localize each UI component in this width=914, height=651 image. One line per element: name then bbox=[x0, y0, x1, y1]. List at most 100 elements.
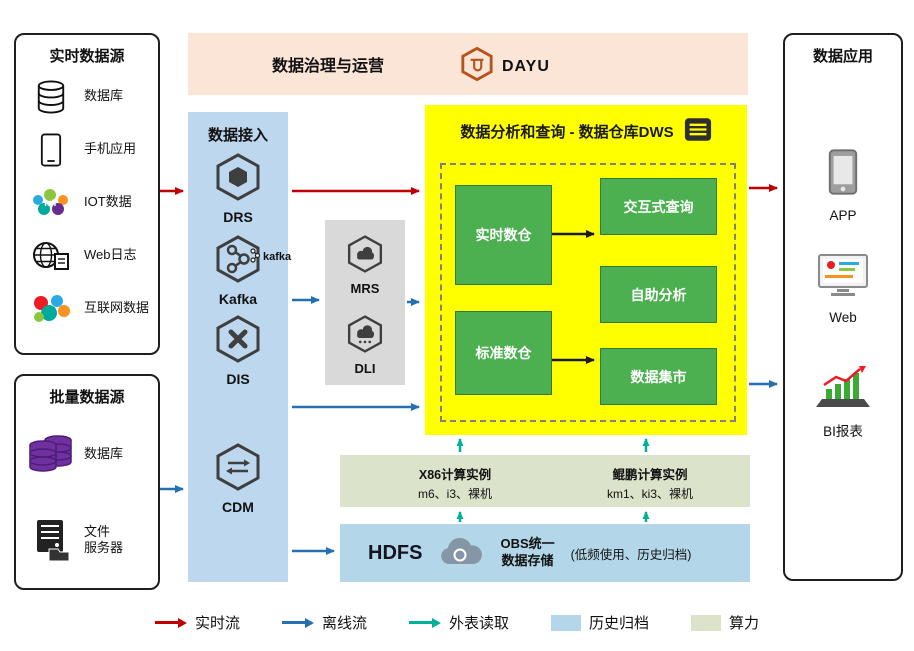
source-item: 数据库 bbox=[16, 411, 158, 497]
legend: 实时流 离线流 外表读取 历史归档 算力 bbox=[0, 612, 914, 633]
legend-item-offline: 离线流 bbox=[281, 612, 367, 633]
service-interactive-query: 交互式查询 bbox=[600, 178, 717, 235]
service-label: DLI bbox=[354, 361, 376, 376]
source-label: 文件 服务器 bbox=[84, 523, 124, 555]
external-read-arrow-swatch bbox=[408, 617, 441, 628]
dayu-logo: DAYU bbox=[460, 46, 550, 87]
service-label: MRS bbox=[350, 281, 380, 296]
dws-title: 数据分析和查询 - 数据仓库DWS bbox=[460, 124, 674, 141]
warehouse-realtime: 实时数仓 bbox=[455, 185, 552, 285]
kafka-logo-text: kafka bbox=[263, 251, 292, 263]
service-label: DIS bbox=[226, 371, 250, 387]
compute-title: 鲲鹏计算实例 bbox=[612, 468, 688, 482]
source-item: 数据库 bbox=[16, 70, 158, 123]
source-label: 数据库 bbox=[84, 88, 124, 104]
batch-sources-box: 批量数据源 数据库 bbox=[14, 374, 160, 590]
realtime-flow-arrow-swatch bbox=[154, 617, 187, 628]
source-label: 手机应用 bbox=[84, 141, 137, 157]
obs-note: (低频使用、历史归档) bbox=[570, 547, 692, 562]
source-label: 数据库 bbox=[84, 445, 124, 461]
service-dis: DIS bbox=[188, 314, 288, 387]
legend-label: 实时流 bbox=[194, 615, 240, 632]
dayu-hexagon-icon bbox=[460, 46, 494, 87]
service-cdm: CDM bbox=[188, 442, 288, 515]
dis-hexagon-icon bbox=[214, 314, 262, 369]
midware-panel: MRS DLI bbox=[325, 220, 405, 385]
source-item: 互联网数据 bbox=[16, 282, 158, 335]
legend-label: 外表读取 bbox=[448, 615, 509, 632]
service-kafka: Kafka bbox=[188, 234, 288, 307]
realtime-sources-list: 数据库 手机应用 IoT bbox=[16, 70, 158, 335]
service-dli: DLI bbox=[325, 314, 405, 376]
iot-icon: IoT bbox=[26, 188, 76, 218]
compute-strip: X86计算实例 m6、i3、裸机 鲲鹏计算实例 km1、ki3、裸机 bbox=[340, 455, 750, 507]
governance-title: 数据治理与运营 bbox=[271, 58, 384, 75]
app-item-bi: BI报表 bbox=[785, 365, 901, 440]
compute-subtitle: km1、ki3、裸机 bbox=[606, 487, 693, 501]
web-log-icon bbox=[26, 240, 76, 272]
cdm-hexagon-icon bbox=[214, 442, 262, 497]
service-data-mart: 数据集市 bbox=[600, 348, 717, 405]
compute-power-color-swatch bbox=[691, 614, 722, 631]
web-label: Web bbox=[829, 310, 857, 325]
obs-cloud-icon bbox=[438, 536, 484, 571]
legend-label: 算力 bbox=[729, 615, 760, 632]
mrs-hexagon-icon bbox=[346, 234, 384, 279]
source-item: Web日志 bbox=[16, 229, 158, 282]
legend-item-realtime: 实时流 bbox=[154, 612, 240, 633]
legend-item-compute-power: 算力 bbox=[691, 612, 759, 633]
mobile-icon bbox=[26, 131, 76, 169]
compute-title: X86计算实例 bbox=[418, 468, 492, 482]
batch-sources-list: 数据库 文件 服务器 bbox=[16, 411, 158, 583]
compute-group-x86: X86计算实例 m6、i3、裸机 bbox=[370, 464, 540, 502]
source-label: IOT数据 bbox=[84, 194, 132, 210]
dws-block: 数据分析和查询 - 数据仓库DWS 实时数仓 标准数仓 交互式查询 自助分析 数… bbox=[425, 105, 747, 435]
dli-hexagon-icon bbox=[346, 314, 384, 359]
app-icon bbox=[826, 147, 860, 202]
service-label: CDM bbox=[222, 499, 254, 515]
legend-label: 离线流 bbox=[321, 615, 367, 632]
applications-box: 数据应用 APP bbox=[783, 33, 903, 581]
service-label: Kafka bbox=[218, 291, 258, 307]
app-item-web: Web bbox=[785, 253, 901, 325]
source-item: 文件 服务器 bbox=[16, 497, 158, 583]
compute-subtitle: m6、i3、裸机 bbox=[417, 487, 492, 501]
source-label: Web日志 bbox=[84, 247, 137, 263]
service-mrs: MRS bbox=[325, 234, 405, 296]
offline-flow-arrow-swatch bbox=[281, 617, 314, 628]
batch-sources-title: 批量数据源 bbox=[49, 389, 125, 406]
service-drs: DRS bbox=[188, 152, 288, 225]
service-self-analysis: 自助分析 bbox=[600, 266, 717, 323]
warehouse-standard: 标准数仓 bbox=[455, 311, 552, 395]
svg-text:IoT: IoT bbox=[44, 198, 58, 208]
bi-report-icon bbox=[816, 365, 870, 414]
source-item: IoT IOT数据 bbox=[16, 176, 158, 229]
database-icon bbox=[26, 79, 76, 115]
dws-document-icon bbox=[684, 117, 712, 146]
internet-data-icon bbox=[26, 293, 76, 325]
compute-group-kunpeng: 鲲鹏计算实例 km1、ki3、裸机 bbox=[575, 464, 725, 502]
app-item-app: APP bbox=[785, 147, 901, 223]
source-label: 互联网数据 bbox=[84, 300, 150, 316]
hdfs-label: HDFS bbox=[368, 541, 423, 564]
purple-database-icon bbox=[26, 434, 76, 474]
drs-hexagon-icon bbox=[214, 152, 262, 207]
ingestion-title: 数据接入 bbox=[207, 127, 268, 144]
dws-title-row: 数据分析和查询 - 数据仓库DWS bbox=[425, 105, 747, 146]
realtime-sources-title: 实时数据源 bbox=[49, 48, 125, 65]
legend-item-external-read: 外表读取 bbox=[408, 612, 509, 633]
kafka-logo: kafka bbox=[250, 248, 291, 266]
file-server-icon bbox=[26, 518, 76, 562]
bi-label: BI报表 bbox=[823, 424, 863, 439]
web-icon bbox=[817, 253, 869, 304]
kafka-logo-icon bbox=[250, 248, 261, 266]
service-label: DRS bbox=[223, 209, 253, 225]
obs-label: OBS统一 数据存储 bbox=[500, 536, 555, 568]
dws-inner-boundary bbox=[440, 163, 736, 422]
governance-banner: 数据治理与运营 DAYU bbox=[188, 33, 748, 95]
ingestion-panel: 数据接入 DRS Kafka bbox=[188, 112, 291, 582]
applications-title: 数据应用 bbox=[812, 48, 873, 65]
dayu-label: DAYU bbox=[502, 57, 550, 75]
kafka-hexagon-icon bbox=[214, 234, 262, 289]
